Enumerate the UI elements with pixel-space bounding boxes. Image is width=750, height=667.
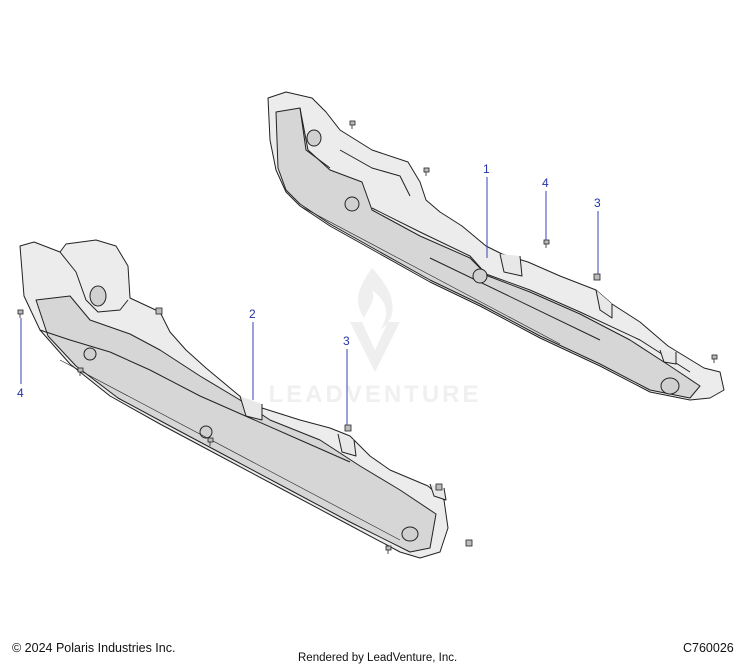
- callout-3-upper[interactable]: 3: [594, 196, 601, 210]
- bolt-icon: [385, 545, 392, 554]
- watermark-logo: LEADVENTURE: [268, 268, 481, 408]
- callout-1[interactable]: 1: [483, 162, 490, 176]
- callout-3-lower[interactable]: 3: [343, 334, 350, 348]
- fasteners: [17, 120, 718, 554]
- bolt-icon: [207, 437, 214, 446]
- leader-lines: [20, 177, 599, 425]
- clip-icon: [435, 483, 443, 491]
- callout-4-upper[interactable]: 4: [542, 176, 549, 190]
- bolt-icon: [349, 120, 356, 129]
- bolt-icon: [543, 239, 550, 248]
- bolt-icon: [77, 367, 84, 376]
- diagram-code: C760026: [683, 641, 734, 655]
- callout-4-lower[interactable]: 4: [17, 386, 24, 400]
- bolt-icon: [711, 354, 718, 363]
- rendered-by-text: Rendered by LeadVenture, Inc.: [298, 652, 458, 664]
- mount-hole: [401, 526, 419, 542]
- mount-hole: [83, 347, 97, 361]
- clip-icon: [593, 273, 601, 281]
- mount-hole: [306, 129, 322, 147]
- callout-2[interactable]: 2: [249, 307, 256, 321]
- clip-icon: [155, 307, 163, 315]
- clip-icon: [344, 424, 352, 432]
- rocker-panel-left: [19, 239, 449, 559]
- bolt-icon: [423, 167, 430, 176]
- mount-hole: [89, 285, 107, 307]
- mount-hole: [660, 377, 680, 395]
- watermark-text: LEADVENTURE: [268, 381, 481, 408]
- mount-hole: [199, 425, 213, 439]
- copyright-text: © 2024 Polaris Industries Inc.: [12, 641, 176, 655]
- rocker-panel-right-shade: [275, 107, 701, 399]
- rocker-panel-left-shade: [35, 295, 437, 553]
- clip-icon: [465, 539, 473, 547]
- bolt-icon: [17, 309, 24, 318]
- rocker-panel-right: [267, 91, 725, 401]
- mount-hole: [344, 196, 360, 212]
- rocker-panel-right-body: [267, 91, 725, 401]
- mount-hole: [472, 268, 488, 284]
